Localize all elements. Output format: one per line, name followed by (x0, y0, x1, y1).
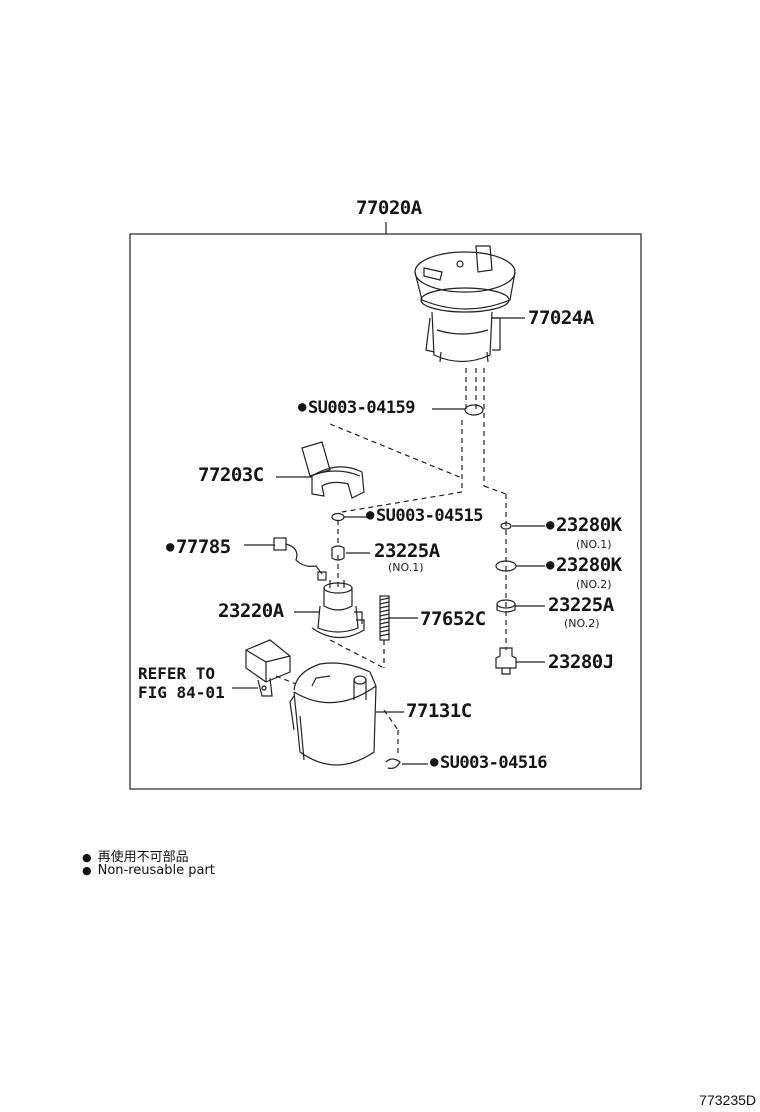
pump-cover-drawing (414, 245, 516, 363)
label-filter-no1: 23225A (374, 540, 440, 562)
figure-code: 773235D (699, 1092, 756, 1108)
legend-english: Non-reusable part (82, 863, 215, 878)
label-ring-no1: 23280K (546, 516, 622, 535)
ring-no1-drawing (500, 522, 512, 530)
wire-harness-drawing (273, 537, 327, 581)
refer-to-label: REFER TO FIG 84-01 (138, 664, 225, 702)
seal-ring-2 (331, 512, 345, 522)
label-seal-1: SU003-04159 (298, 400, 416, 417)
label-clip: SU003-04516 (430, 755, 548, 772)
note-filter-no2: (NO.2) (564, 617, 600, 630)
note-ring-no2: (NO.2) (576, 578, 612, 591)
label-assembly: 77020A (356, 197, 422, 219)
label-pump: 23220A (218, 600, 284, 622)
legend-japanese: 再使用不可部品 (82, 846, 189, 865)
label-bracket: 77203C (198, 464, 264, 486)
note-ring-no1: (NO.1) (576, 538, 612, 551)
dashed-guides (275, 368, 507, 756)
seal-ring-1 (464, 404, 484, 416)
regulator-drawing (495, 647, 517, 675)
filter-no2-drawing (496, 599, 516, 613)
label-wire: 77785 (166, 538, 231, 557)
refer-line-2: FIG 84-01 (138, 683, 225, 702)
pump-drawing (311, 580, 365, 639)
bracket-drawing (301, 441, 365, 499)
label-spring: 77652C (420, 608, 486, 630)
label-filter-no2: 23225A (548, 594, 614, 616)
filter-no1-drawing (331, 545, 345, 561)
refer-line-1: REFER TO (138, 664, 216, 683)
label-seal-2: SU003-04515 (366, 508, 484, 525)
label-cover: 77024A (528, 307, 594, 329)
sender-unit-drawing (245, 639, 291, 697)
clip-drawing (385, 758, 401, 769)
label-tank: 77131C (406, 700, 472, 722)
spring-drawing (379, 595, 390, 641)
note-filter-no1: (NO.1) (388, 561, 424, 574)
tank-drawing (289, 662, 377, 766)
label-ring-no2: 23280K (546, 556, 622, 575)
label-regulator: 23280J (548, 651, 614, 673)
